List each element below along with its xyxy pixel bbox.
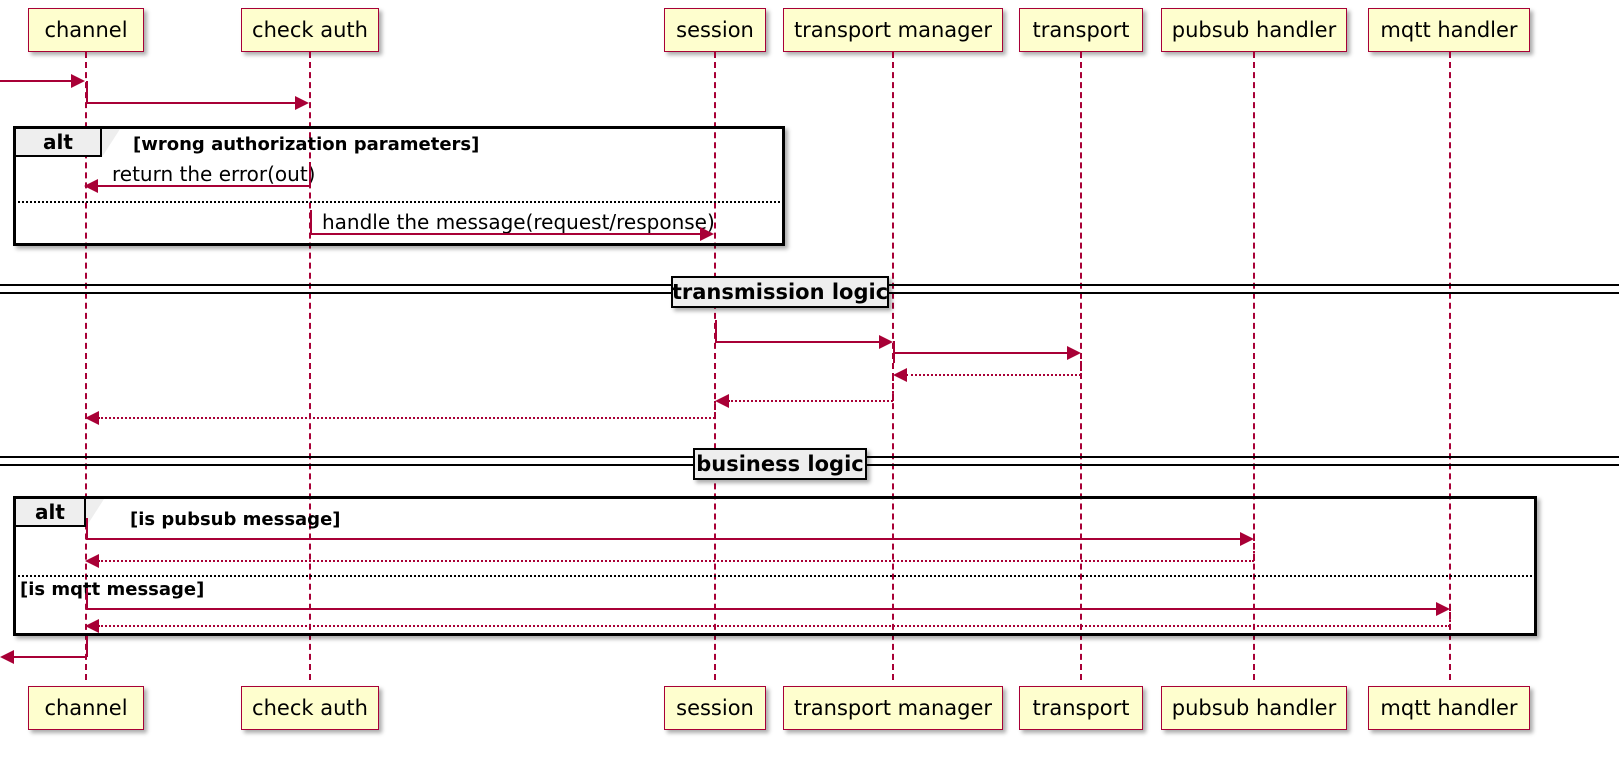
message-stub-channel-pubsub bbox=[86, 518, 88, 539]
message-line-channel-checkauth bbox=[86, 102, 296, 104]
message-arrowhead-transport-tm bbox=[893, 368, 907, 382]
message-stub-checkauth-session bbox=[310, 210, 312, 234]
divider-business-label-box: business logic bbox=[693, 448, 867, 480]
message-arrowhead-incoming-found bbox=[71, 74, 85, 88]
participant-foot-session[interactable]: session bbox=[664, 686, 766, 730]
message-arrowhead-checkauth-session bbox=[700, 227, 714, 241]
message-line-transport-tm bbox=[906, 374, 1081, 376]
message-arrowhead-pubsub-channel bbox=[85, 554, 99, 568]
divider-transmission-label-box: transmission logic bbox=[671, 276, 889, 308]
participant-foot-pubsub-handler[interactable]: pubsub handler bbox=[1161, 686, 1347, 730]
message-arrowhead-mqtt-channel bbox=[85, 619, 99, 633]
message-arrowhead-channel-checkauth bbox=[295, 96, 309, 110]
lifeline-check-auth bbox=[309, 52, 311, 680]
divider-label: business logic bbox=[696, 451, 864, 476]
message-line-pubsub-channel bbox=[98, 560, 1254, 562]
alt-group-auth-else-divider bbox=[14, 201, 784, 203]
message-stub-mqtt-channel bbox=[1449, 609, 1451, 626]
message-line-session-tm bbox=[715, 341, 880, 343]
message-arrowhead-session-channel bbox=[85, 411, 99, 425]
divider-label: transmission logic bbox=[671, 279, 889, 304]
participant-foot-transport[interactable]: transport bbox=[1019, 686, 1143, 730]
lifeline-transport-manager bbox=[892, 52, 894, 680]
message-stub-session-channel bbox=[714, 401, 716, 418]
participant-head-transport[interactable]: transport bbox=[1019, 8, 1143, 52]
participant-head-pubsub-handler[interactable]: pubsub handler bbox=[1161, 8, 1347, 52]
participant-foot-channel[interactable]: channel bbox=[28, 686, 144, 730]
participant-label: check auth bbox=[252, 17, 368, 42]
alt-group-business-else-condition: [is mqtt message] bbox=[20, 581, 204, 599]
message-arrowhead-channel-pubsub bbox=[1240, 532, 1254, 546]
lifeline-session bbox=[714, 52, 716, 680]
participant-label: pubsub handler bbox=[1171, 17, 1337, 42]
message-line-mqtt-channel bbox=[98, 625, 1450, 627]
participant-foot-transport-manager[interactable]: transport manager bbox=[783, 686, 1003, 730]
alt-condition-text: [is pubsub message] bbox=[130, 509, 341, 530]
message-arrowhead-tm-transport bbox=[1067, 346, 1081, 360]
participant-head-channel[interactable]: channel bbox=[28, 8, 144, 52]
participant-label: channel bbox=[44, 17, 128, 42]
alt-group-business-else-divider bbox=[14, 575, 1536, 577]
message-arrowhead-tm-session bbox=[715, 394, 729, 408]
participant-label: mqtt handler bbox=[1380, 17, 1518, 42]
message-line-tm-transport bbox=[893, 352, 1068, 354]
alt-keyword-label: alt bbox=[35, 500, 65, 524]
participant-label: pubsub handler bbox=[1171, 695, 1337, 720]
message-stub-transport-tm bbox=[1080, 353, 1082, 375]
alt-group-auth-frame bbox=[13, 126, 785, 246]
alt-group-auth-tab: alt bbox=[16, 129, 102, 157]
message-stub-checkauth-channel bbox=[309, 162, 311, 186]
message-stub-tm-session bbox=[892, 375, 894, 401]
participant-label: transport bbox=[1032, 17, 1130, 42]
alt-group-auth-tab-notch bbox=[102, 129, 120, 157]
message-line-session-channel bbox=[98, 417, 715, 419]
participant-head-transport-manager[interactable]: transport manager bbox=[783, 8, 1003, 52]
participant-foot-mqtt-handler[interactable]: mqtt handler bbox=[1368, 686, 1530, 730]
participant-head-mqtt-handler[interactable]: mqtt handler bbox=[1368, 8, 1530, 52]
message-line-checkauth-session bbox=[310, 233, 701, 235]
participant-label: transport bbox=[1032, 695, 1130, 720]
message-line-tm-session bbox=[728, 400, 893, 402]
alt-group-business-frame bbox=[13, 496, 1537, 636]
participant-label: transport manager bbox=[793, 695, 993, 720]
message-line-checkauth-channel bbox=[97, 185, 310, 187]
participant-label: session bbox=[676, 695, 754, 720]
alt-keyword-label: alt bbox=[43, 130, 73, 154]
participant-head-session[interactable]: session bbox=[664, 8, 766, 52]
alt-group-business-tab-notch bbox=[86, 499, 104, 527]
message-label-return-error: return the error(out) bbox=[112, 162, 316, 186]
lifeline-pubsub-handler bbox=[1253, 52, 1255, 680]
message-line-channel-mqtt bbox=[86, 608, 1437, 610]
alt-condition-text: [is mqtt message] bbox=[20, 579, 205, 600]
message-label-handle-message: handle the message(request/response) bbox=[322, 210, 715, 234]
message-line-incoming-found bbox=[0, 80, 72, 82]
message-stub-channel-outgoing bbox=[86, 636, 88, 657]
message-stub-channel-mqtt bbox=[86, 588, 88, 609]
participant-label: mqtt handler bbox=[1380, 695, 1518, 720]
participant-foot-check-auth[interactable]: check auth bbox=[241, 686, 379, 730]
message-arrowhead-channel-outgoing bbox=[0, 650, 14, 664]
message-stub-channel-checkauth bbox=[86, 81, 88, 103]
message-stub-session-tm bbox=[715, 320, 717, 342]
lifeline-mqtt-handler bbox=[1449, 52, 1451, 680]
participant-label: session bbox=[676, 17, 754, 42]
alt-group-business-condition: [is pubsub message] bbox=[130, 511, 341, 529]
alt-group-business-tab: alt bbox=[16, 499, 86, 527]
message-stub-pubsub-channel bbox=[1253, 539, 1255, 561]
message-arrowhead-channel-mqtt bbox=[1436, 602, 1450, 616]
participant-label: transport manager bbox=[793, 17, 993, 42]
message-arrowhead-checkauth-channel bbox=[84, 179, 98, 193]
alt-group-auth-condition: [wrong authorization parameters] bbox=[133, 136, 479, 154]
participant-head-check-auth[interactable]: check auth bbox=[241, 8, 379, 52]
lifeline-channel bbox=[85, 52, 87, 680]
participant-label: check auth bbox=[252, 695, 368, 720]
message-arrowhead-session-tm bbox=[879, 335, 893, 349]
alt-condition-text: [wrong authorization parameters] bbox=[133, 134, 480, 155]
participant-label: channel bbox=[44, 695, 128, 720]
message-line-channel-outgoing bbox=[13, 656, 87, 658]
message-line-channel-pubsub bbox=[86, 538, 1241, 540]
